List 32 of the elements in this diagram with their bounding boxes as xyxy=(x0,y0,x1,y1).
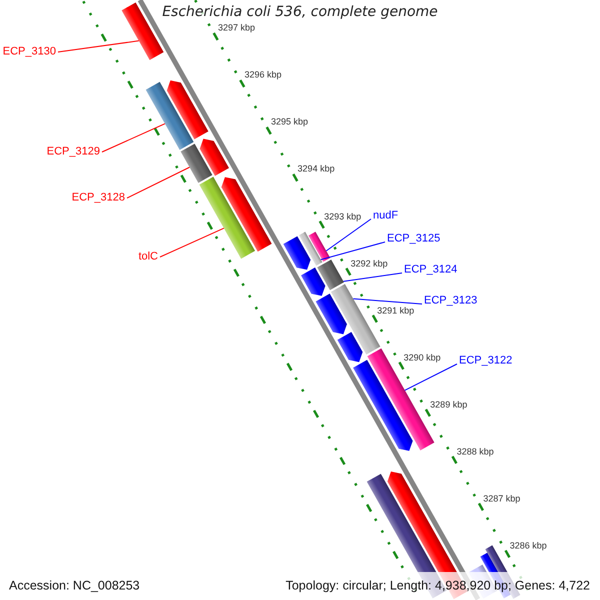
gene-label: tolC xyxy=(138,250,158,264)
leader-line xyxy=(160,228,224,258)
leader-line xyxy=(320,242,386,260)
tick-label: 3291 kbp xyxy=(377,305,414,316)
leader-line xyxy=(352,298,422,304)
gene-label: ECP_3130 xyxy=(2,46,56,58)
tick-label: 3293 kbp xyxy=(324,211,362,222)
leader-line xyxy=(326,218,372,252)
gene-label: ECP_3128 xyxy=(72,192,125,204)
leader-line xyxy=(126,166,190,198)
tick-label: 3292 kbp xyxy=(350,258,388,270)
leader-line xyxy=(58,40,140,52)
gene-label: ECP_3122 xyxy=(459,354,512,368)
tick-label: 3287 kbp xyxy=(483,493,520,504)
tick-label: 3294 kbp xyxy=(298,164,335,175)
gene-label: ECP_3124 xyxy=(404,264,458,276)
tick-label: 3297 kbp xyxy=(218,22,256,34)
accession-text: Accession: NC_008253 xyxy=(9,578,140,594)
leader-line xyxy=(102,123,166,152)
genome-summary-text: Topology: circular; Length: 4,938,920 bp; Genes: 4,722 xyxy=(286,578,590,594)
tick-label: 3296 kbp xyxy=(244,70,282,81)
gene-label: ECP_3125 xyxy=(387,232,440,246)
gene-label: ECP_3123 xyxy=(424,294,478,308)
tick-label: 3289 kbp xyxy=(430,399,468,410)
gene-label: nudF xyxy=(373,210,398,222)
tick-label: 3290 kbp xyxy=(404,352,441,364)
tick-label: 3286 kbp xyxy=(510,540,547,552)
tick-label: 3288 kbp xyxy=(456,446,494,458)
tick-label: 3295 kbp xyxy=(271,116,308,128)
gene-label: ECP_3129 xyxy=(46,146,100,158)
leader-line xyxy=(342,272,402,282)
leader-line xyxy=(404,364,458,391)
